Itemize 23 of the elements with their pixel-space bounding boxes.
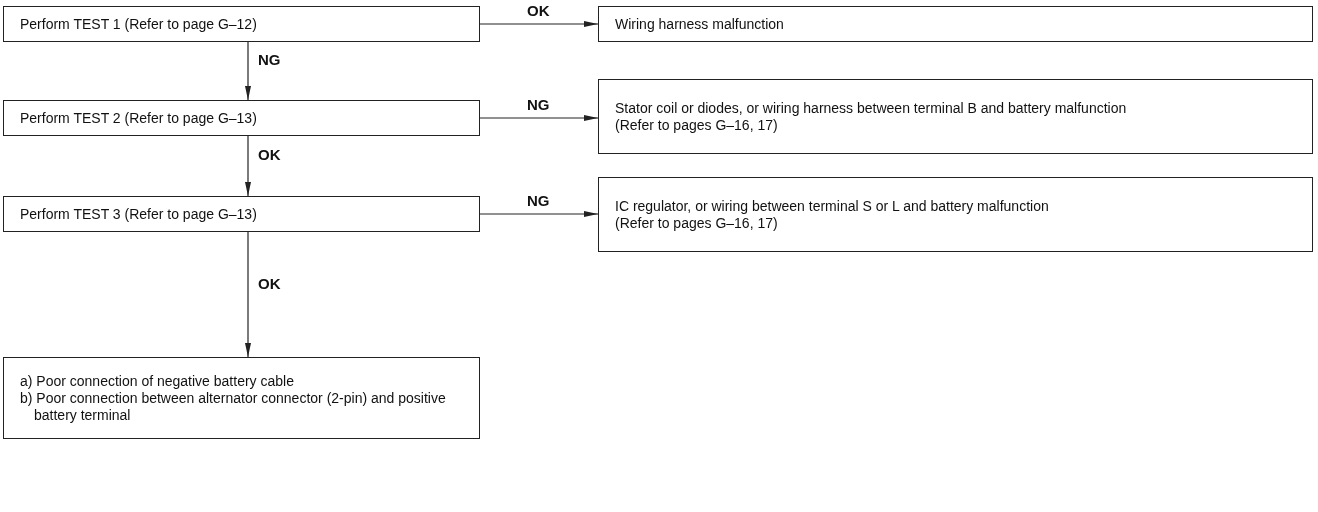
box-text: IC regulator, or wiring between terminal S or L and battery malfunction bbox=[615, 197, 1050, 215]
arrow bbox=[245, 135, 251, 197]
process-box bbox=[598, 177, 1313, 252]
arrow bbox=[245, 231, 251, 358]
box-text: Wiring harness malfunction bbox=[615, 15, 785, 33]
box-text: Perform TEST 3 (Refer to page G–13) bbox=[20, 205, 258, 223]
process-box bbox=[598, 6, 1313, 42]
arrow bbox=[479, 21, 599, 27]
box-text: b) Poor connection between alternator connector (2-pin) and positive battery terminal bbox=[20, 389, 447, 424]
box-text: Stator coil or diodes, or wiring harness between terminal B and battery malfunction bbox=[615, 99, 1128, 117]
process-box bbox=[3, 6, 480, 42]
process-box bbox=[3, 357, 480, 439]
box-text: a) Poor connection of negative battery cable bbox=[20, 372, 295, 390]
process-box bbox=[3, 100, 480, 136]
box-text: Perform TEST 2 (Refer to page G–13) bbox=[20, 109, 258, 127]
box-text: (Refer to pages G–16, 17) bbox=[615, 116, 779, 134]
arrow bbox=[479, 211, 599, 217]
box-text: (Refer to pages G–16, 17) bbox=[615, 214, 779, 232]
box-text: Perform TEST 1 (Refer to page G–12) bbox=[20, 15, 258, 33]
arrow bbox=[245, 41, 251, 101]
process-box bbox=[598, 79, 1313, 154]
process-box bbox=[3, 196, 480, 232]
arrow bbox=[479, 115, 599, 121]
